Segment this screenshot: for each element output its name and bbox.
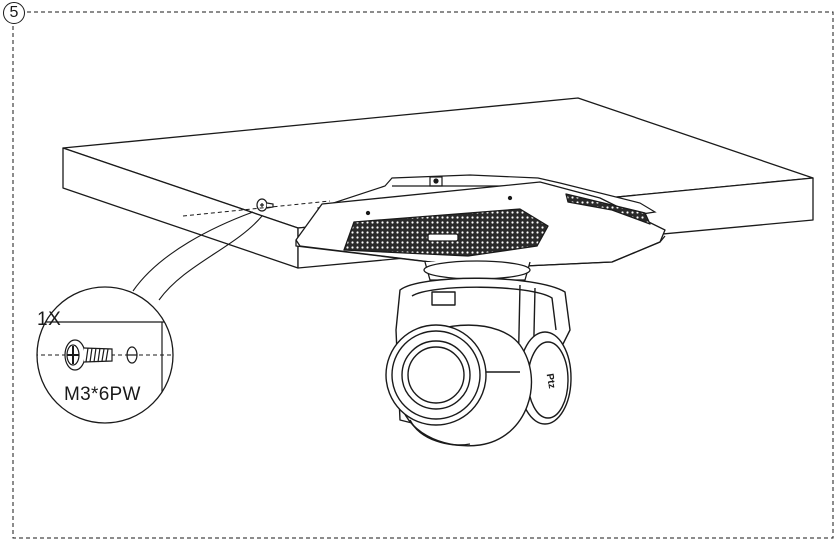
callout-leader-lines xyxy=(132,211,263,301)
step-number-badge: 5 xyxy=(3,2,25,24)
ptz-camera xyxy=(385,277,572,447)
screw-detail-callout xyxy=(36,286,174,424)
camera-logo: Ptz xyxy=(544,373,557,390)
screw-quantity-label: 1X xyxy=(37,309,62,330)
mounting-screw xyxy=(256,198,274,212)
screw-spec-label: M3*6PW xyxy=(64,384,141,405)
dashed-frame xyxy=(12,11,834,539)
screw-guide-line xyxy=(182,200,331,217)
camera-base-plate xyxy=(295,181,666,269)
camera-neck xyxy=(423,260,531,281)
